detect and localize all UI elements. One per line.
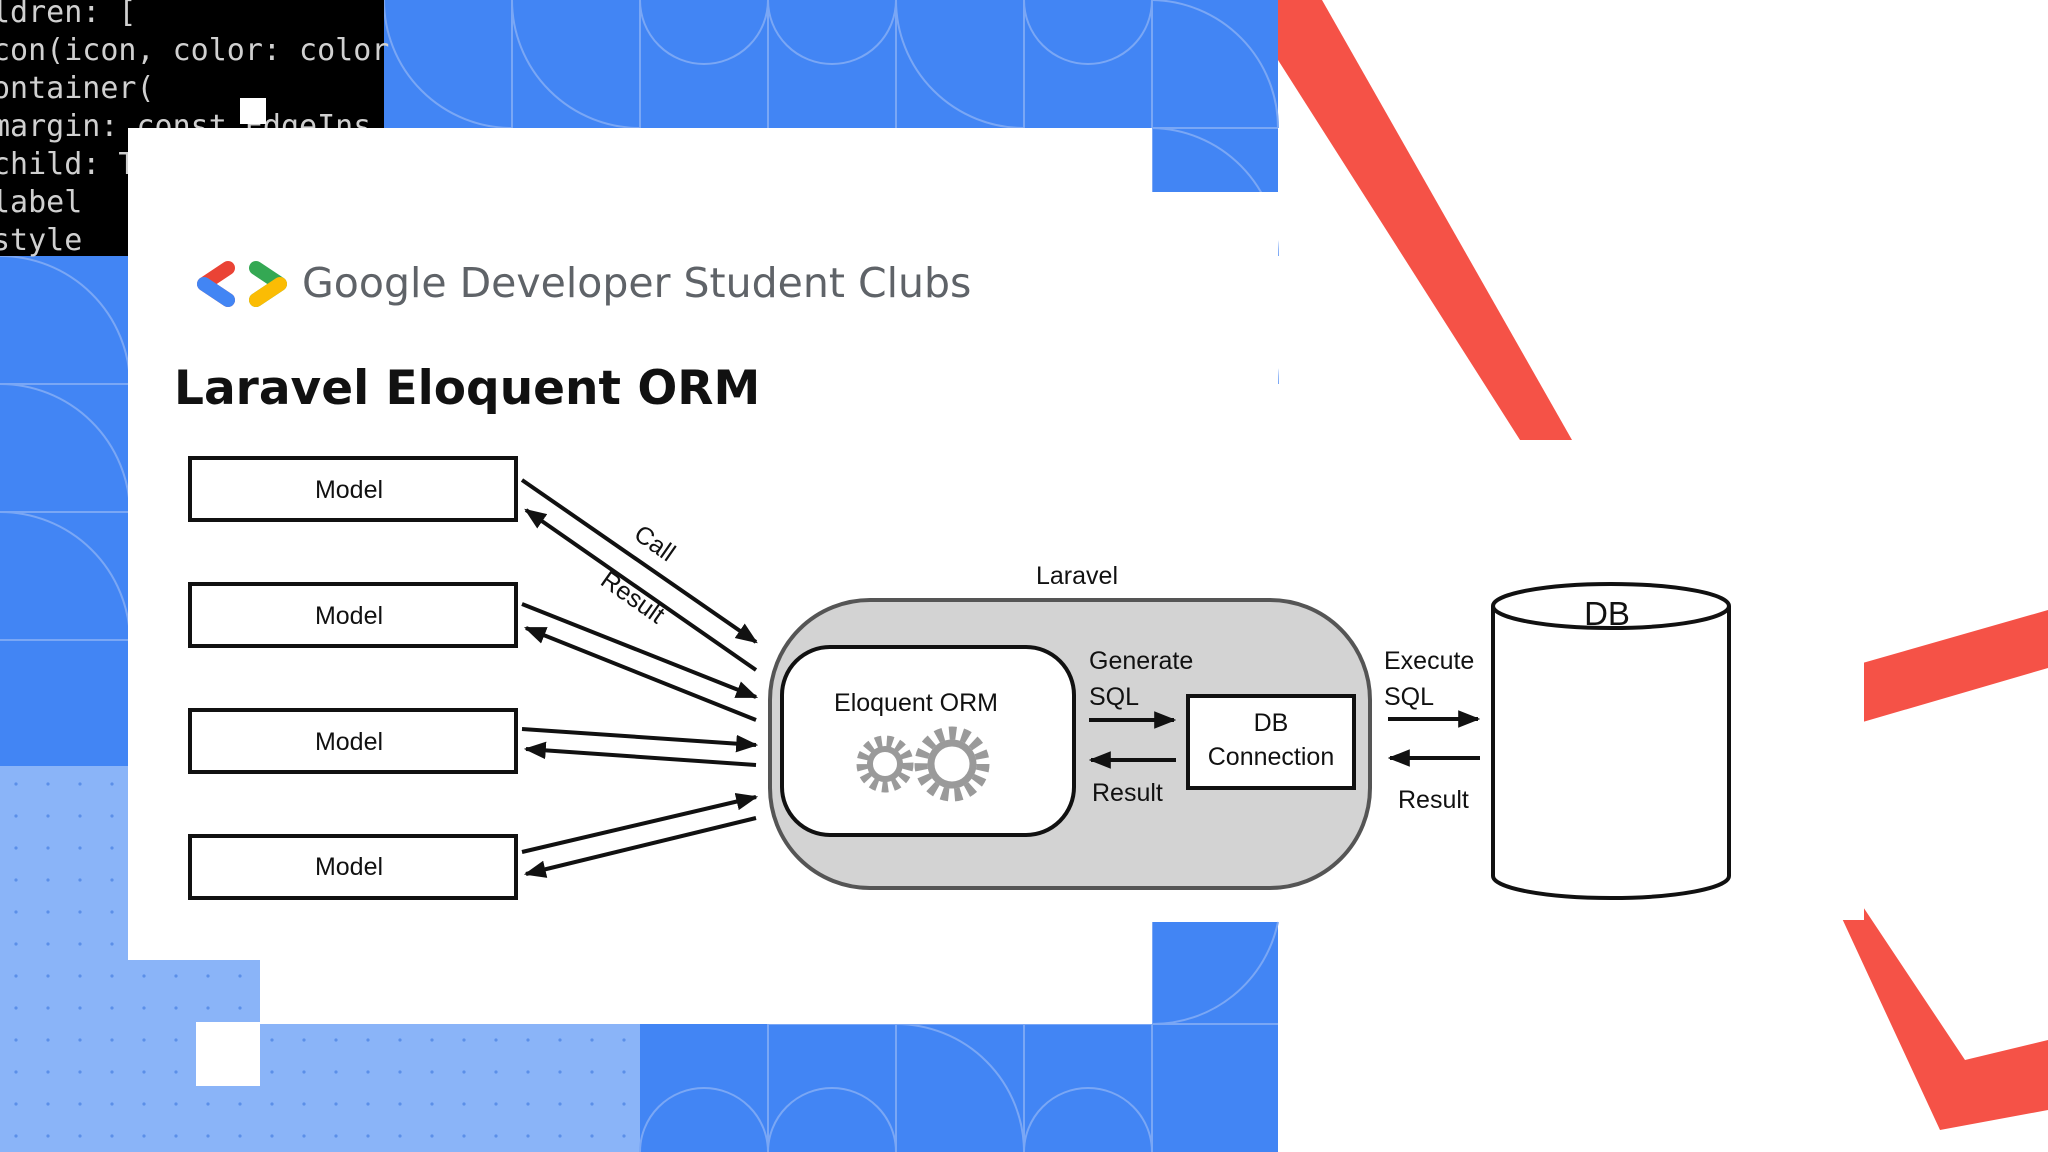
eloquent-orm-label: Eloquent ORM xyxy=(834,689,998,717)
db-connection-label: Connection xyxy=(1208,743,1334,771)
call-arrow xyxy=(521,727,759,753)
generate-sql-label: SQL xyxy=(1089,683,1139,711)
result-arrow xyxy=(524,508,758,672)
call-arrow xyxy=(521,792,759,854)
gear-icon xyxy=(856,735,914,793)
model-label: Model xyxy=(315,853,383,881)
page-title: Laravel Eloquent ORM xyxy=(174,361,760,416)
call-arrow xyxy=(521,602,759,699)
result-arrow xyxy=(523,816,757,878)
model-arrows xyxy=(520,478,759,878)
laravel-logo-shape xyxy=(1278,0,2048,1130)
code-line: con(icon, color: color xyxy=(0,33,389,68)
execute-sql-label: Execute xyxy=(1384,647,1474,675)
db-result-label: Result xyxy=(1398,786,1469,814)
result-arrow xyxy=(523,741,757,767)
generate-sql-label: Generate xyxy=(1089,647,1193,675)
orm-result-label: Result xyxy=(1092,779,1163,807)
model-boxes: Model Model Model Model xyxy=(188,456,518,900)
laravel-label: Laravel xyxy=(1036,562,1118,590)
model-label: Model xyxy=(315,602,383,630)
call-arrow xyxy=(520,478,758,644)
model-box xyxy=(188,582,518,648)
db-connection-box xyxy=(1186,694,1356,790)
db-label: DB xyxy=(1584,595,1630,632)
result-arrow xyxy=(523,626,757,722)
model-box xyxy=(188,708,518,774)
db-connection-label: DB xyxy=(1254,709,1289,737)
gdsc-logo xyxy=(197,261,287,307)
gear-icon xyxy=(914,726,990,802)
code-line: ontainer( xyxy=(0,71,155,106)
model-label: Model xyxy=(315,728,383,756)
white-square-accent xyxy=(240,98,266,124)
execute-sql-label: SQL xyxy=(1384,683,1434,711)
model-box xyxy=(188,456,518,522)
code-line: ldren: [ xyxy=(0,0,137,30)
model-label: Model xyxy=(315,476,383,504)
white-square-accent xyxy=(196,1022,260,1086)
org-name: Google Developer Student Clubs xyxy=(302,259,971,307)
database-cylinder xyxy=(1491,582,1731,900)
model-box xyxy=(188,834,518,900)
code-line: label xyxy=(0,185,82,220)
code-line: style xyxy=(0,223,82,258)
